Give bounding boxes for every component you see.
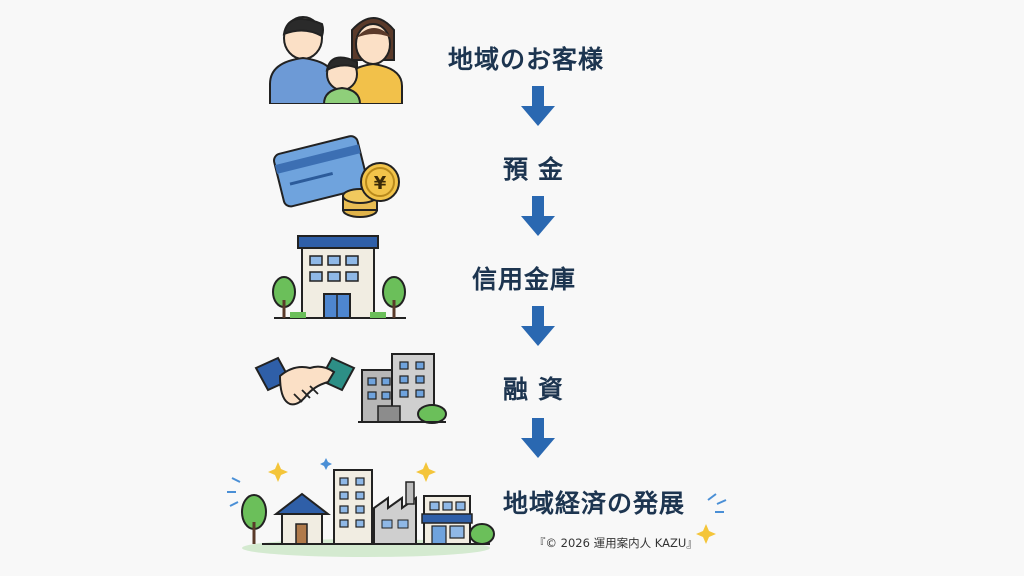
card-coins-icon: ¥ <box>273 135 400 218</box>
step-label-shinkin-bank: 信用金庫 <box>472 265 577 294</box>
step-label-customers: 地域のお客様 <box>448 45 605 74</box>
down-arrow-icon <box>521 86 555 126</box>
down-arrow-icon <box>521 418 555 458</box>
copyright-credit: 『© 2026 運用案内人 KAZU』 <box>534 536 698 550</box>
handshake-office-icon <box>254 353 447 424</box>
town-icon <box>227 458 495 557</box>
down-arrow-icon <box>521 306 555 346</box>
step-label-deposits: 預金 <box>503 155 574 184</box>
svg-text:¥: ¥ <box>374 173 387 194</box>
step-label-regional-economy: 地域経済の発展 <box>503 489 686 518</box>
step-label-loans: 融資 <box>503 375 574 404</box>
bank-building-icon <box>272 235 406 319</box>
sparkle-icon <box>696 493 727 544</box>
down-arrow-icon <box>521 196 555 236</box>
family-icon <box>269 16 403 104</box>
